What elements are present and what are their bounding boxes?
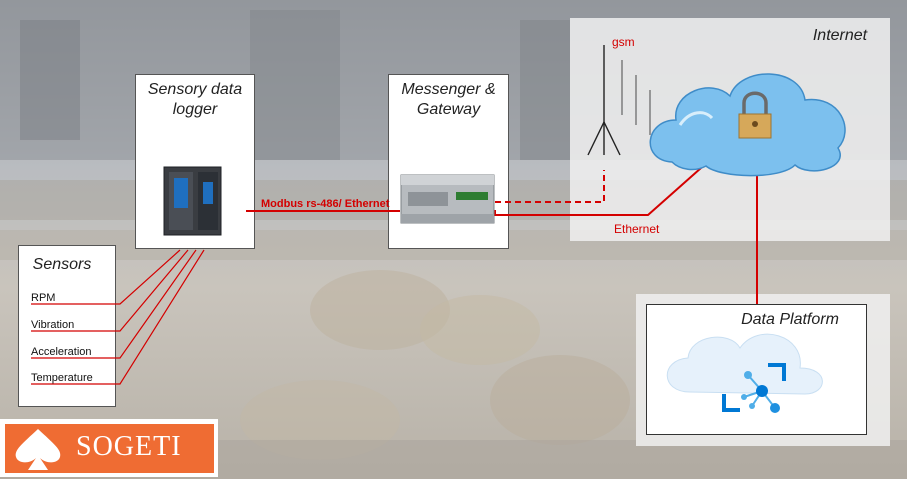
gateway-title-line1: Messenger & xyxy=(401,81,496,98)
sensors-title: Sensors xyxy=(32,256,92,273)
sensor-item: Vibration xyxy=(31,319,75,331)
sensor-item: RPM xyxy=(31,292,56,304)
sensors-box xyxy=(18,245,116,407)
sogeti-wordmark: SOGETI xyxy=(76,431,182,462)
sensor-item: Temperature xyxy=(31,372,93,384)
gsm-label: gsm xyxy=(612,35,635,49)
antenna-icon xyxy=(587,45,651,156)
logger-title-line2: logger xyxy=(172,101,218,118)
internet-title: Internet xyxy=(812,27,868,44)
ethernet-label: Ethernet xyxy=(614,222,660,236)
modbus-label: Modbus rs-486/ Ethernet xyxy=(261,198,390,210)
data-platform-title: Data Platform xyxy=(741,311,839,328)
ethernet-link xyxy=(494,159,711,216)
logger-title-line1: Sensory data xyxy=(147,81,243,98)
logger-device-icon xyxy=(163,166,222,236)
padlock-icon xyxy=(738,91,772,139)
spade-logo-icon xyxy=(15,429,61,470)
azure-data-icon xyxy=(666,333,823,413)
sensor-links xyxy=(31,249,205,385)
gateway-title-line2: Gateway xyxy=(416,101,481,118)
gsm-link xyxy=(495,170,605,203)
gateway-device-icon xyxy=(400,174,495,224)
sensor-item: Acceleration xyxy=(31,346,92,358)
